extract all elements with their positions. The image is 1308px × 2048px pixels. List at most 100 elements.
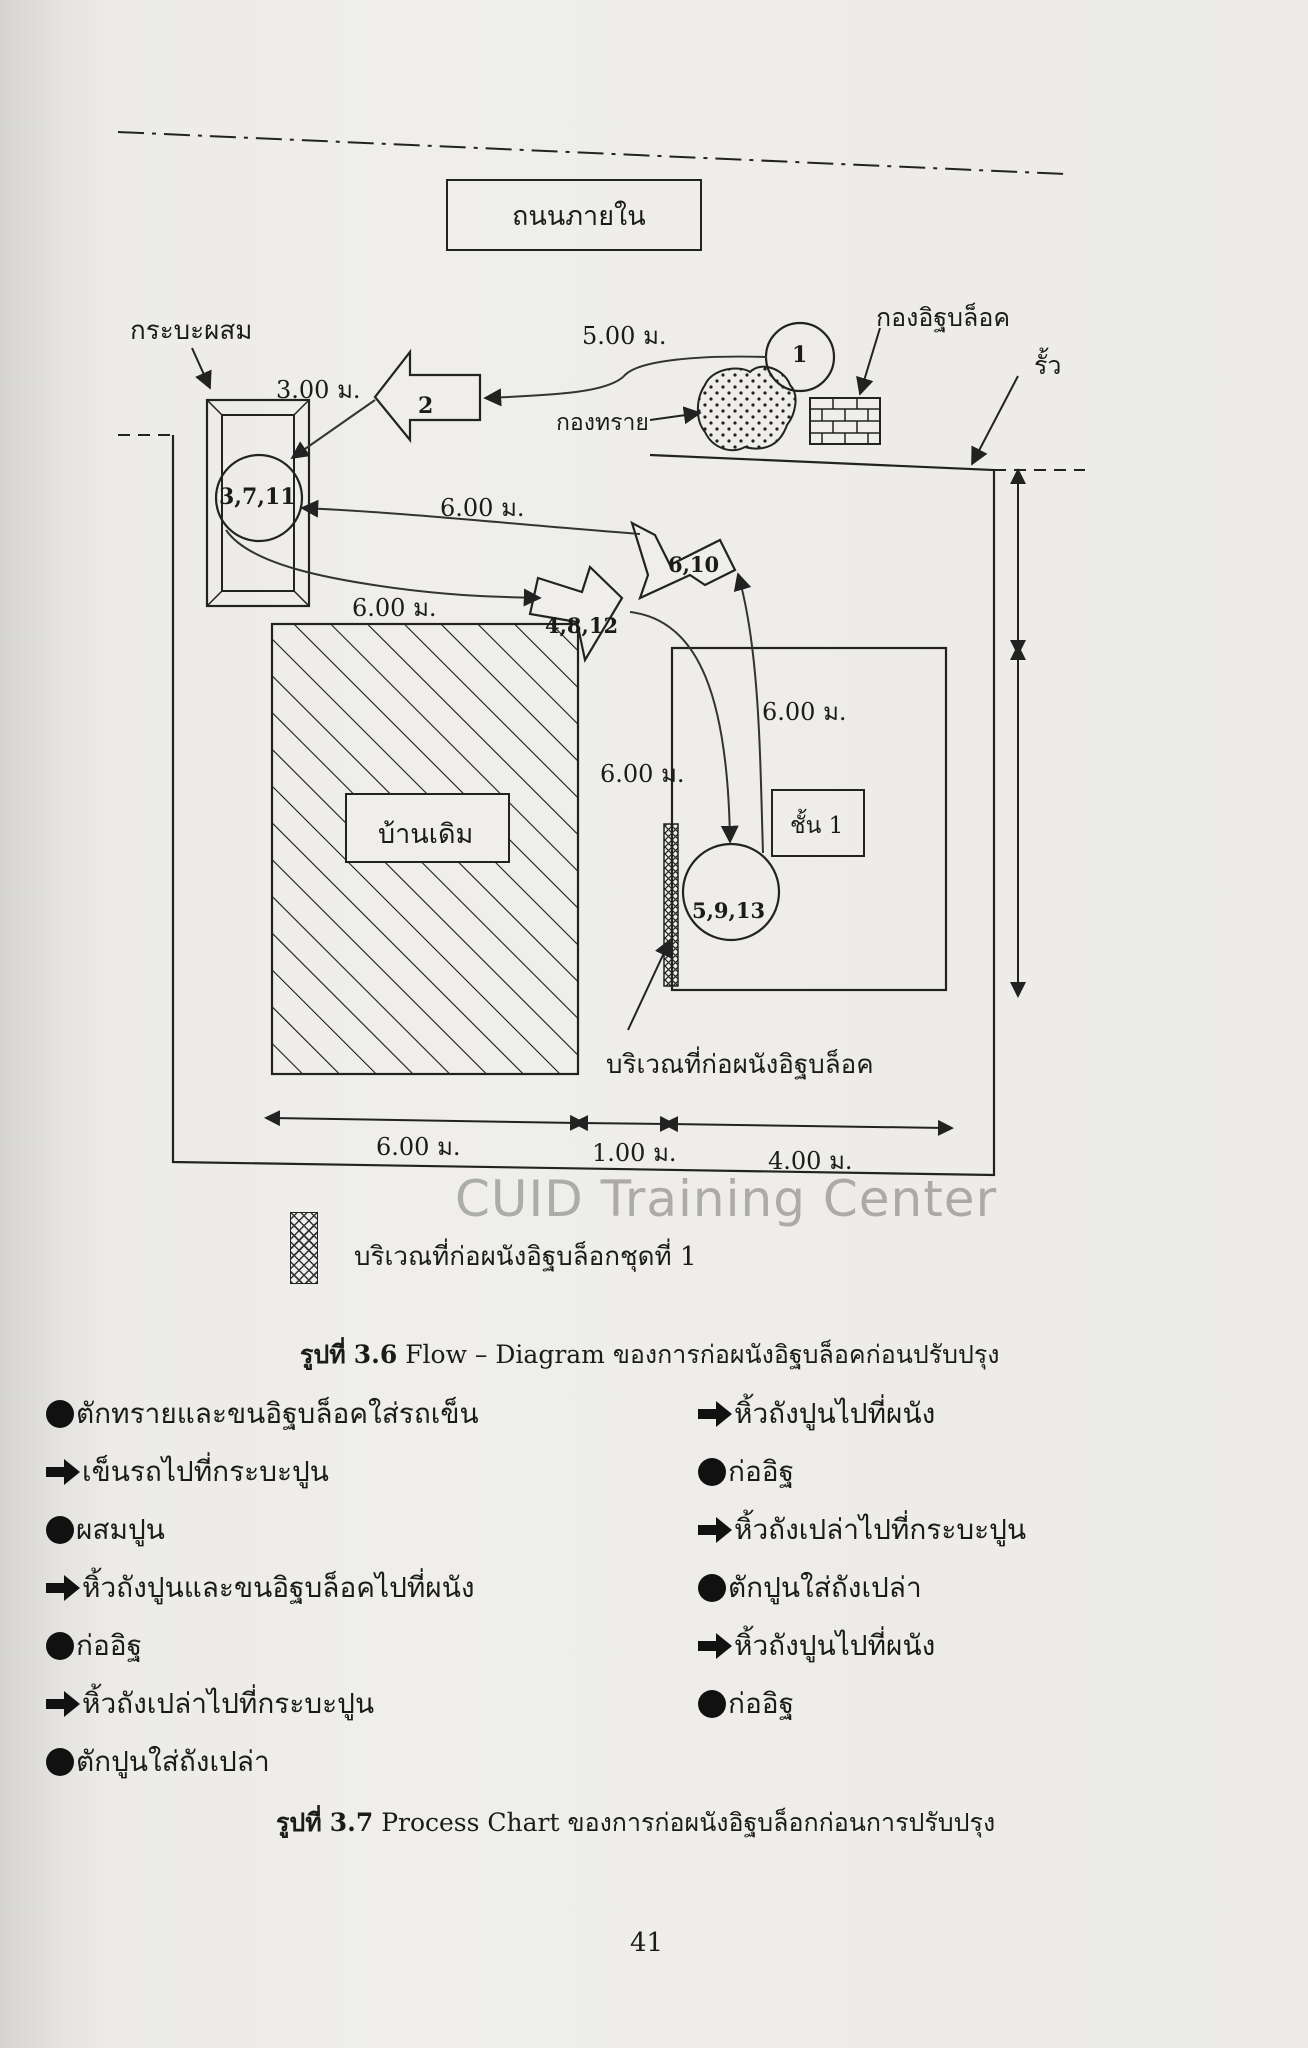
site-boundary bbox=[171, 435, 996, 1177]
figure-3-7-caption: รูปที่ 3.7 Process Chart ของการก่อผนังอิ… bbox=[276, 1803, 995, 1843]
block-pile-label: กองอิฐบล็อค bbox=[876, 303, 1011, 332]
page-number: 41 bbox=[630, 1928, 664, 1958]
pointer-blocks bbox=[856, 327, 881, 396]
pointer-sand bbox=[649, 406, 702, 425]
process-step-left-6: หิ้วถังเปล่าไปที่กระบะปูน bbox=[46, 1682, 374, 1726]
pointer-wall-area bbox=[627, 938, 672, 1031]
process-step-text: เข็นรถไปที่กระบะปูน bbox=[82, 1455, 329, 1488]
circle-icon bbox=[46, 1632, 76, 1660]
watermark: CUID Training Center bbox=[455, 1170, 998, 1228]
legend-label: บริเวณที่ก่อผนังอิฐบล็อกชุดที่ 1 bbox=[354, 1242, 697, 1272]
dim-6m-label-d: 6.00 ม. bbox=[600, 760, 685, 788]
process-step-right-4: ตักปูนใส่ถังเปล่า bbox=[698, 1566, 922, 1610]
node-1-label: 1 bbox=[792, 342, 808, 368]
transport-arrow-4-8-12 bbox=[528, 564, 624, 663]
arrow-icon bbox=[46, 1459, 82, 1485]
dim-3m-label: 3.00 ม. bbox=[276, 376, 361, 404]
figure-3-7-prefix: รูปที่ bbox=[276, 1808, 322, 1837]
process-step-text: หิ้วถังปูนไปที่ผนัง bbox=[734, 1629, 936, 1662]
process-step-right-5: หิ้วถังปูนไปที่ผนัง bbox=[698, 1624, 935, 1668]
process-step-left-5: ก่ออิฐ bbox=[46, 1624, 142, 1668]
dim-bottom-4m-line bbox=[662, 1116, 954, 1136]
circle-icon bbox=[698, 1458, 728, 1486]
figure-3-6-number: 3.6 bbox=[353, 1340, 398, 1369]
process-step-text: ตักปูนใส่ถังเปล่า bbox=[728, 1571, 922, 1604]
flow-4812-to-5913 bbox=[629, 611, 739, 844]
flow-6-10-to-mixer bbox=[300, 499, 641, 535]
process-step-right-2: ก่ออิฐ bbox=[698, 1450, 794, 1494]
road-centerline bbox=[117, 131, 1066, 175]
flow-mixer-to-4812 bbox=[225, 529, 542, 607]
process-step-left-1: ตักทรายและขนอิฐบล็อคใส่รถเข็น bbox=[46, 1392, 479, 1436]
process-step-text: ก่ออิฐ bbox=[728, 1455, 795, 1488]
process-step-text: ก่ออิฐ bbox=[728, 1687, 795, 1720]
transport-arrow-2 bbox=[373, 348, 482, 444]
fence-label: รั้ว bbox=[1034, 351, 1062, 380]
transport-arrow-6-10 bbox=[630, 520, 737, 601]
circle-icon bbox=[698, 1690, 728, 1718]
node-3711-circle bbox=[214, 453, 304, 543]
dim-bottom-4m-label: 4.00 ม. bbox=[768, 1147, 853, 1175]
new-floor bbox=[670, 646, 948, 992]
arrow-icon bbox=[698, 1633, 734, 1659]
figure-3-6-prefix: รูปที่ bbox=[300, 1340, 346, 1369]
arrow-icon bbox=[46, 1691, 82, 1717]
process-step-text: หิ้วถังเปล่าไปที่กระบะปูน bbox=[82, 1687, 375, 1720]
process-step-text: หิ้วถังเปล่าไปที่กระบะปูน bbox=[734, 1513, 1027, 1546]
circle-icon bbox=[46, 1400, 76, 1428]
floor-label: ชั้น 1 bbox=[790, 813, 844, 839]
dim-bottom-1m-label: 1.00 ม. bbox=[592, 1139, 677, 1167]
dim-bottom-6m-line bbox=[264, 1110, 586, 1131]
process-step-text: ผสมปูน bbox=[76, 1513, 165, 1546]
process-step-left-3: ผสมปูน bbox=[46, 1508, 165, 1552]
dim-bottom-1m-line bbox=[572, 1115, 676, 1132]
pointer-fence bbox=[971, 375, 1019, 466]
pointer-mixer bbox=[191, 347, 212, 390]
dim-bottom-6m-label: 6.00 ม. bbox=[376, 1133, 461, 1161]
dim-6m-label-b: 6.00 ม. bbox=[352, 594, 437, 622]
process-step-text: ก่ออิฐ bbox=[76, 1629, 143, 1662]
arrow-icon bbox=[698, 1401, 734, 1427]
node-4812-label: 4,8,12 bbox=[545, 613, 619, 638]
flow-2-to-mixer bbox=[290, 399, 376, 460]
circle-icon bbox=[46, 1748, 76, 1776]
mixer-tray-inner bbox=[221, 414, 295, 592]
floor-label-box bbox=[771, 789, 865, 857]
node-5913-label: 5,9,13 bbox=[692, 898, 766, 923]
process-step-right-6: ก่ออิฐ bbox=[698, 1682, 794, 1726]
road-box bbox=[446, 179, 702, 251]
node-6-10-label: 6,10 bbox=[668, 552, 720, 577]
node-5913-circle bbox=[681, 842, 781, 942]
figure-3-7-number: 3.7 bbox=[329, 1808, 374, 1837]
node-2-label: 2 bbox=[418, 393, 434, 419]
road-label: ถนนภายใน bbox=[512, 201, 646, 232]
old-house-label: บ้านเดิม bbox=[378, 819, 474, 850]
circle-icon bbox=[46, 1516, 76, 1544]
dim-6m-label-c: 6.00 ม. bbox=[762, 698, 847, 726]
process-step-left-7: ตักปูนใส่ถังเปล่า bbox=[46, 1740, 270, 1784]
brick-pile bbox=[809, 397, 881, 445]
node-3711-label: 3,7,11 bbox=[219, 484, 296, 510]
wall-area-hatch bbox=[663, 823, 679, 987]
wall-area-label: บริเวณที่ก่อผนังอิฐบล็อค bbox=[606, 1050, 874, 1080]
process-step-text: หิ้วถังปูนและขนอิฐบล็อคไปที่ผนัง bbox=[82, 1571, 475, 1604]
flow-1-to-2 bbox=[483, 355, 768, 407]
flow-5913-to-6-10 bbox=[733, 572, 764, 854]
dim-6m-label-a: 6.00 ม. bbox=[440, 494, 525, 522]
sand-pile bbox=[696, 365, 797, 452]
process-step-left-2: เข็นรถไปที่กระบะปูน bbox=[46, 1450, 329, 1494]
dim-5m-label: 5.00 ม. bbox=[582, 322, 667, 350]
process-step-text: ตักทรายและขนอิฐบล็อคใส่รถเข็น bbox=[76, 1397, 479, 1430]
old-house-label-box bbox=[345, 793, 510, 863]
circle-icon bbox=[698, 1574, 728, 1602]
mixer-label: กระบะผสม bbox=[130, 316, 253, 346]
sand-pile-label: กองทราย bbox=[556, 410, 649, 436]
arrow-icon bbox=[46, 1575, 82, 1601]
process-step-text: ตักปูนใส่ถังเปล่า bbox=[76, 1745, 270, 1778]
figure-3-6-caption: รูปที่ 3.6 Flow – Diagram ของการก่อผนังอ… bbox=[300, 1335, 1000, 1375]
process-step-right-3: หิ้วถังเปล่าไปที่กระบะปูน bbox=[698, 1508, 1026, 1552]
figure-3-7-text: Process Chart ของการก่อผนังอิฐบล็อกก่อนก… bbox=[381, 1808, 996, 1837]
legend-swatch bbox=[290, 1212, 318, 1284]
